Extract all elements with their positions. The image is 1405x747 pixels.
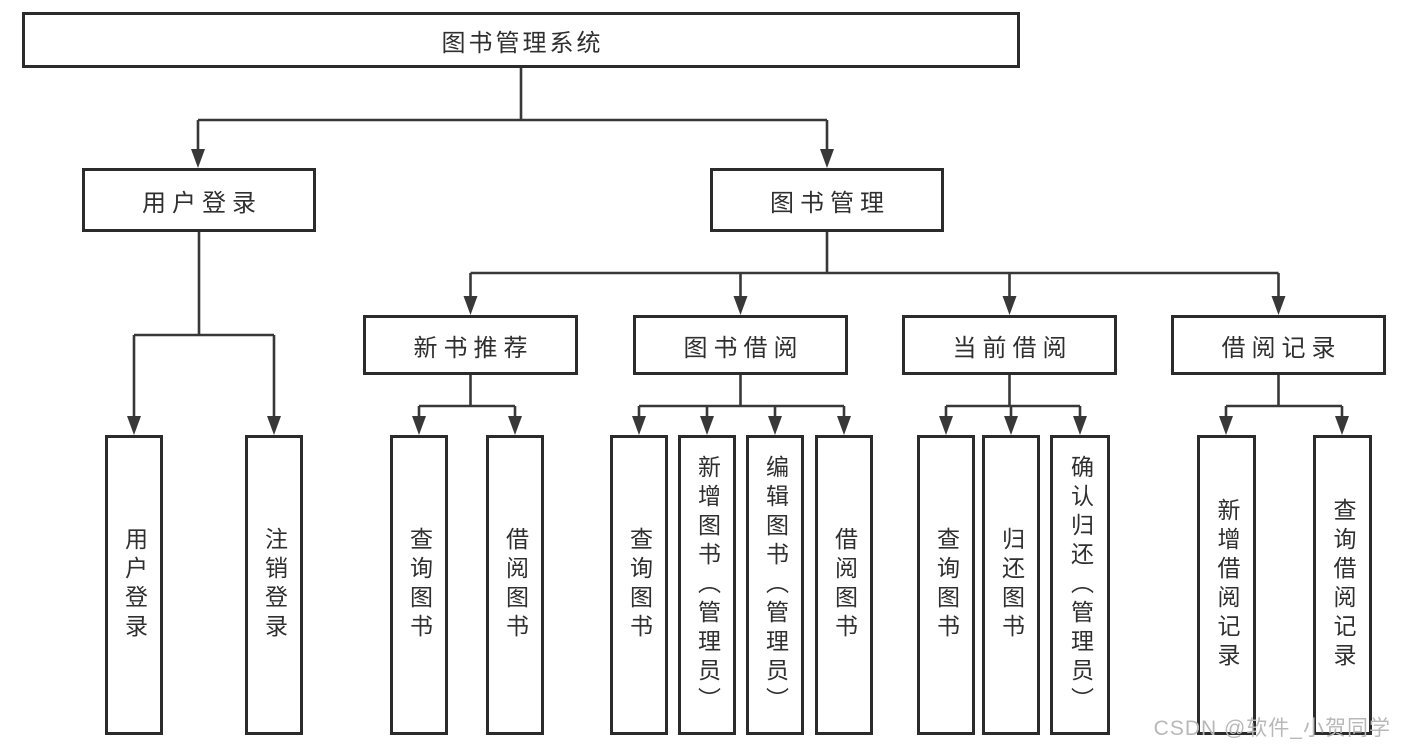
node-borrow-records: 借阅记录 <box>1171 315 1386 375</box>
leaf-add-borrow-record: 新增借阅记录 <box>1197 435 1256 735</box>
leaf-label: 查询图书 <box>406 527 433 643</box>
node-book-borrow: 图书借阅 <box>633 315 848 375</box>
leaf-label: 确认归还（管理员） <box>1067 454 1094 716</box>
leaf-label: 查询图书 <box>933 527 960 643</box>
leaf-return-book: 归还图书 <box>982 435 1040 735</box>
leaf-confirm-return-admin: 确认归还（管理员） <box>1050 435 1110 735</box>
leaf-label: 查询图书 <box>626 527 653 643</box>
leaf-user-login: 用户登录 <box>105 435 163 735</box>
leaf-label: 新增图书（管理员） <box>694 454 721 716</box>
csdn-watermark: CSDN @软件_小贺同学 <box>1153 717 1391 740</box>
node-library-system: 图书管理系统 <box>22 12 1020 68</box>
node-user-login: 用户登录 <box>82 168 316 232</box>
leaf-label: 归还图书 <box>998 527 1025 643</box>
leaf-label: 注销登录 <box>261 527 288 643</box>
leaf-borrow-books-recommend: 借阅图书 <box>486 435 544 735</box>
leaf-query-books-borrow: 查询图书 <box>610 435 668 735</box>
leaf-label: 新增借阅记录 <box>1214 498 1240 672</box>
leaf-edit-book-admin: 编辑图书（管理员） <box>746 435 804 735</box>
leaf-label: 编辑图书（管理员） <box>762 454 789 716</box>
leaf-query-borrow-record: 查询借阅记录 <box>1313 435 1372 735</box>
leaf-label: 用户登录 <box>121 527 148 643</box>
leaf-label: 借阅图书 <box>831 527 858 643</box>
leaf-add-book-admin: 新增图书（管理员） <box>678 435 736 735</box>
node-new-book-recommend: 新书推荐 <box>363 315 578 375</box>
leaf-label: 查询借阅记录 <box>1330 498 1356 672</box>
node-current-borrow: 当前借阅 <box>902 315 1117 375</box>
leaf-query-books-recommend: 查询图书 <box>390 435 448 735</box>
leaf-borrow-books: 借阅图书 <box>815 435 873 735</box>
node-book-management: 图书管理 <box>710 168 944 232</box>
leaf-label: 借阅图书 <box>502 527 529 643</box>
leaf-query-books-current: 查询图书 <box>917 435 975 735</box>
leaf-logout-login: 注销登录 <box>245 435 303 735</box>
